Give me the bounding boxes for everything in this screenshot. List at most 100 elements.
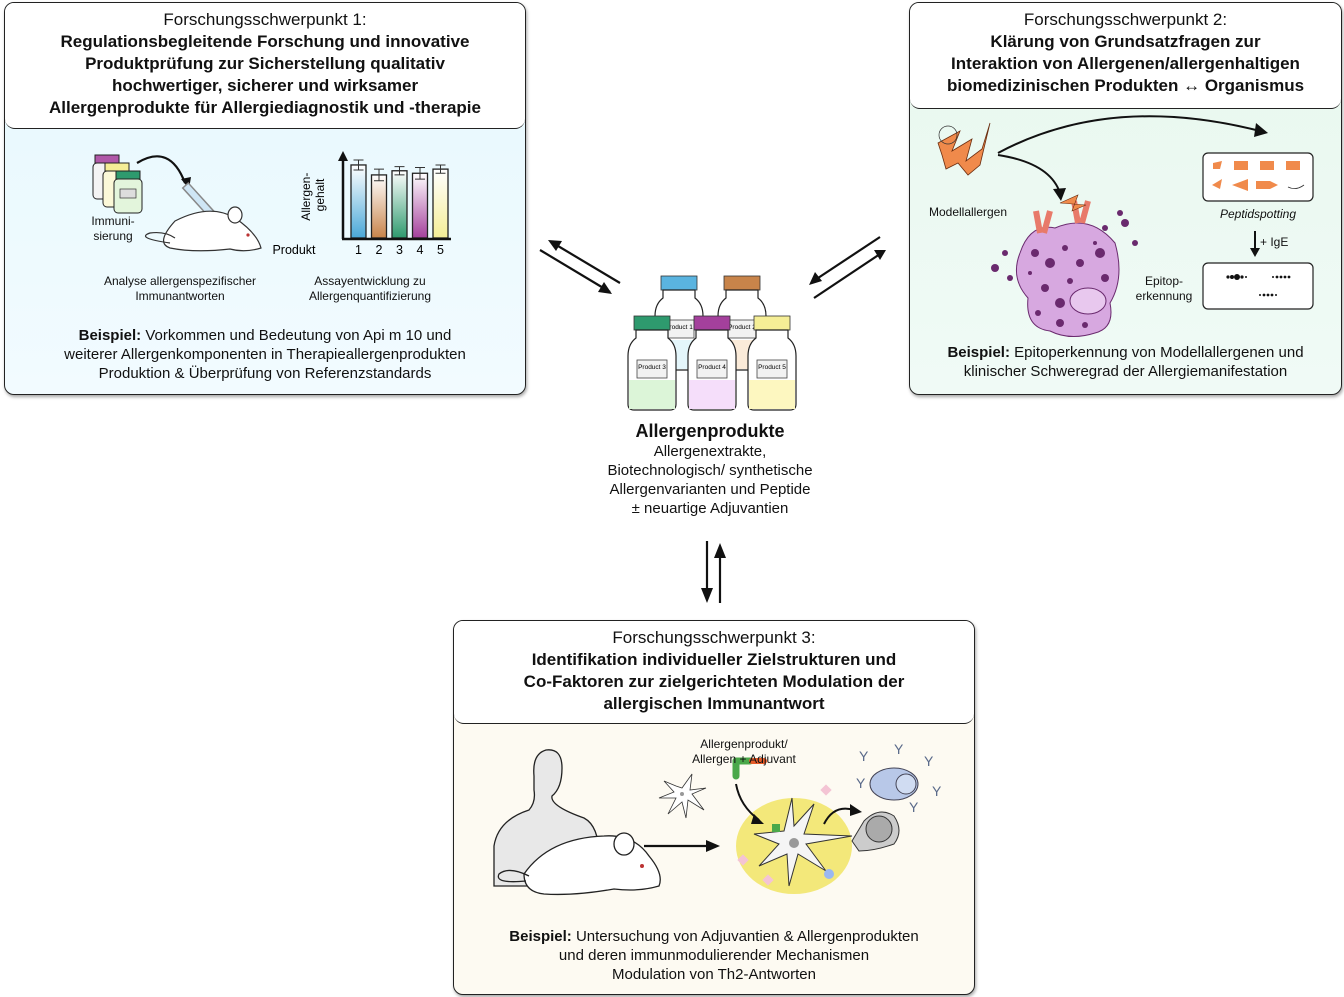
receptor-icon [772, 824, 780, 832]
granule [1117, 210, 1123, 216]
adjuvant-label-line: Allergenprodukt/ [700, 737, 788, 751]
adjuvant-label: Allergenprodukt/ Allergen + Adjuvant [684, 737, 804, 767]
svg-text:Y: Y [856, 775, 866, 791]
y-axis-label: Allergen- gehalt [299, 169, 327, 220]
research-focus-3-kicker: Forschungsschwerpunkt 3: [612, 628, 816, 647]
arrowhead-icon [850, 804, 862, 816]
research-focus-2-title-line: Klärung von Grundsatzfragen zur [990, 32, 1261, 51]
bottle-label: Product 5 [758, 364, 786, 371]
granule [1095, 248, 1105, 258]
error-bar [353, 159, 364, 171]
peptide-spotting-label: Peptidspotting [1219, 207, 1297, 221]
example-line: weiterer Allergenkomponenten in Therapie… [64, 346, 466, 363]
b-cell-icon [869, 767, 919, 801]
granule [1082, 322, 1088, 328]
research-focus-2-kicker: Forschungsschwerpunkt 2: [1023, 10, 1228, 29]
example-label: Beispiel: [78, 327, 142, 344]
research-focus-2-example: Beispiel: Epitoperkennung von Modellalle… [910, 343, 1341, 381]
granule [1062, 245, 1068, 251]
granule [1002, 250, 1008, 256]
granule [1041, 284, 1049, 292]
caption-assay-development: Assayentwicklung zu Allergenquantifizier… [275, 274, 465, 304]
research-focus-1-title-line: Regulationsbegleitende Forschung und inn… [60, 32, 470, 51]
example-line: Modulation von Th2-Antworten [611, 966, 816, 983]
granule [1028, 271, 1032, 275]
immunization-illustration [92, 154, 262, 252]
curved-arrow-icon [136, 155, 187, 184]
granule [1076, 259, 1084, 267]
caption-line: Analyse allergenspezifischer [103, 274, 257, 288]
bidirectional-arrow-left [539, 240, 621, 294]
ige-label: + IgE [1260, 235, 1289, 249]
granule [1045, 258, 1055, 268]
epitope-label-line: erkennung [1135, 289, 1193, 303]
research-focus-3-title-line: Co-Faktoren zur zielgerichteten Modulati… [523, 672, 905, 691]
granule [1102, 225, 1108, 231]
y-axis-label-line: gehalt [313, 178, 327, 211]
bottle-icon: Product 5 [747, 315, 797, 411]
research-focus-3-title-line: Identifikation individueller Zielstruktu… [531, 650, 897, 669]
svg-text:Y: Y [859, 748, 869, 764]
arrowhead-icon [751, 814, 764, 824]
error-bar [394, 166, 405, 176]
mouse-icon [497, 832, 661, 896]
allergen-products-title: Allergenprodukte [635, 421, 785, 441]
granule [1035, 310, 1041, 316]
allergen-products-line: Biotechnologisch/ synthetische [607, 462, 813, 479]
research-focus-1-header: Forschungsschwerpunkt 1: Regulationsbegl… [5, 3, 525, 129]
research-focus-2-title-line: Interaktion von Allergenen/allergenhalti… [951, 54, 1300, 73]
research-focus-1-example: Beispiel: Vorkommen und Bedeutung von Ap… [5, 326, 525, 383]
research-focus-3-header: Forschungsschwerpunkt 3: Identifikation … [454, 621, 974, 724]
mast-cell-icon [991, 194, 1138, 337]
granule [1093, 241, 1097, 245]
allergen-products-line: Allergenvarianten und Peptide [609, 481, 811, 498]
epitope-recognition-label: Epitop- erkennung [1132, 274, 1196, 304]
example-line: Produktion & Überprüfung von Referenzsta… [98, 365, 432, 382]
y-axis-arrowhead-icon [338, 151, 348, 161]
epitope-spot-array-icon [1202, 262, 1314, 310]
immunization-label-line: sierung [93, 229, 133, 243]
model-allergen-icon [937, 122, 991, 176]
allergen-products-caption: Allergenprodukte Allergenextrakte, Biote… [540, 420, 880, 518]
granule [1055, 298, 1065, 308]
research-focus-2-title-line: biomedizinischen Produkten ↔ Organismus [946, 76, 1305, 95]
x-axis-label: Produkt [272, 243, 316, 257]
antigen-icon [820, 784, 832, 796]
example-line: klinischer Schweregrad der Allergiemanif… [963, 363, 1288, 380]
example-line: Untersuchung von Adjuvantien & Allergenp… [575, 928, 919, 945]
antigen-icon [737, 854, 749, 866]
caption-line: Allergenquantifizierung [308, 289, 432, 303]
granule [1031, 249, 1039, 257]
caption-immune-response: Analyse allergenspezifischer Immunantwor… [75, 274, 285, 304]
arrowhead-icon [1250, 248, 1260, 257]
svg-text:Y: Y [932, 783, 942, 799]
error-bar [415, 166, 425, 180]
bottle-label: Product 1 [665, 324, 693, 331]
allergen-products-line: ± neuartige Adjuvantien [631, 500, 789, 517]
example-line: Vorkommen und Bedeutung von Api m 10 und [145, 327, 452, 344]
epitope-label-line: Epitop- [1144, 274, 1184, 288]
peptide-array-icon [1202, 152, 1314, 202]
research-focus-1-title-line: Produktprüfung zur Sicherstellung qualit… [85, 54, 445, 73]
arrowhead-icon [1254, 123, 1268, 137]
t-cell-icon [851, 811, 900, 852]
x-tick-label: 5 [437, 243, 444, 257]
granule [1056, 319, 1064, 327]
research-focus-1-title-line: Allergenprodukte für Allergiediagnostik … [49, 98, 481, 117]
antigen-icon [824, 869, 834, 879]
example-label: Beispiel: [947, 344, 1010, 361]
bottle-label: Product 3 [638, 364, 666, 371]
arrowhead-icon [1053, 188, 1066, 201]
x-tick-label: 4 [417, 243, 424, 257]
curved-arrow-icon [997, 115, 1261, 154]
epitope-recognition-illustration [937, 115, 1314, 337]
caption-line: Immunantworten [135, 289, 225, 303]
bottle-icon: Product 3 [627, 315, 677, 411]
arrowhead-icon [706, 840, 720, 852]
bidirectional-arrow-down [701, 541, 726, 603]
research-focus-2-header: Forschungsschwerpunkt 2: Klärung von Gru… [910, 3, 1341, 109]
granule [1007, 275, 1013, 281]
